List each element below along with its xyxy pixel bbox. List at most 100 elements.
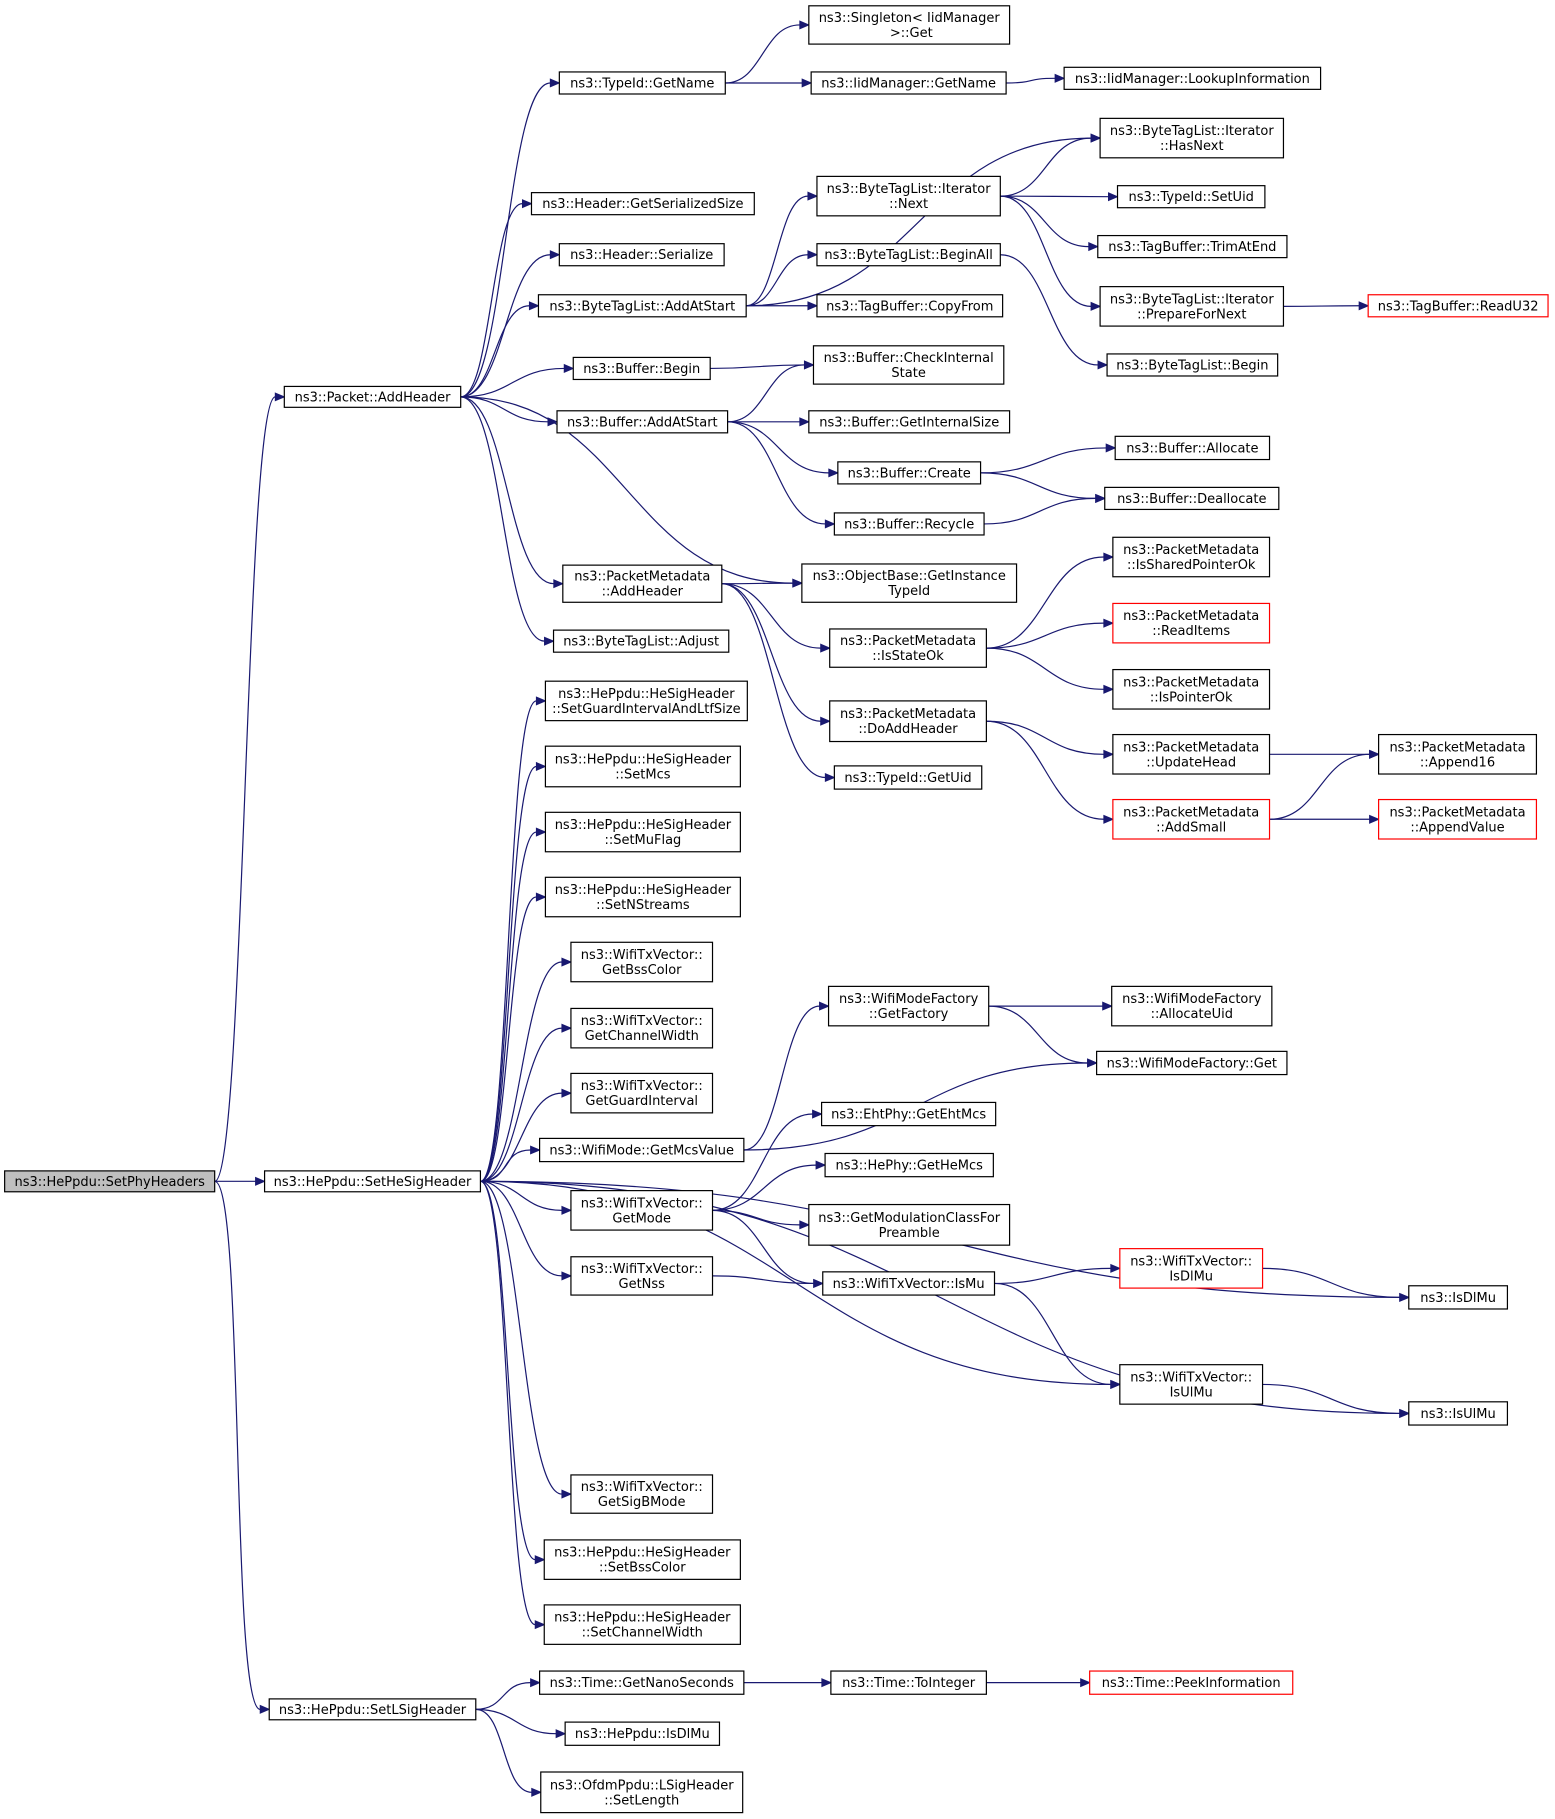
node-ns3-wifitxvector-ismu[interactable]: ns3::WifiTxVector::IsMu: [822, 1271, 996, 1296]
call-edge-ns3-buffer-addatstart-to-ns3-buffer-recycle: [727, 421, 836, 529]
node-ns3-wifimode-getmcsvalue[interactable]: ns3::WifiMode::GetMcsValue: [539, 1137, 745, 1163]
node-box: [544, 876, 741, 918]
node-ns3-wifitxvector-getsigbmode[interactable]: ns3::WifiTxVector::GetSigBMode: [570, 1474, 714, 1514]
node-label: ns3::HePpdu::SetLSigHeader: [279, 1703, 467, 1718]
call-edge-ns3-wifimodefactory-getfactory-to-ns3-wifimodefactory-allocateuid: [988, 1001, 1113, 1011]
node-ns3-heppdu-hesigheader-setguardintervalandltfsize[interactable]: ns3::HePpdu::HeSigHeader::SetGuardInterv…: [544, 680, 748, 722]
node-ns3-ehtphy-getehtmcs[interactable]: ns3::EhtPhy::GetEhtMcs: [820, 1101, 997, 1127]
node-ns3-typeid-getname[interactable]: ns3::TypeId::GetName: [558, 71, 726, 95]
node-ns3-buffer-deallocate[interactable]: ns3::Buffer::Deallocate: [1104, 486, 1280, 511]
node-ns3-iidmanager-getname[interactable]: ns3::IidManager::GetName: [810, 71, 1007, 95]
node-ns3-wifitxvector-isdlmu[interactable]: ns3::WifiTxVector::IsDlMu: [1119, 1248, 1264, 1289]
node-label: >::Get: [886, 26, 933, 41]
node-ns3-heppdu-hesigheader-setmcs[interactable]: ns3::HePpdu::HeSigHeader::SetMcs: [544, 745, 741, 788]
node-ns3-ofdmppdu-lsigheader-setlength[interactable]: ns3::OfdmPpdu::LSigHeader::SetLength: [540, 1771, 744, 1814]
node-ns3-iidmanager-lookupinformation[interactable]: ns3::IidManager::LookupInformation: [1063, 66, 1322, 90]
node-ns3-wifitxvector-getbsscolor[interactable]: ns3::WifiTxVector::GetBssColor: [570, 941, 714, 983]
node-ns3-heppdu-hesigheader-setmuflag[interactable]: ns3::HePpdu::HeSigHeader::SetMuFlag: [544, 811, 741, 853]
node-ns3-heppdu-setlsigheader[interactable]: ns3::HePpdu::SetLSigHeader: [268, 1698, 477, 1721]
node-ns3-heppdu-sethesigheader[interactable]: ns3::HePpdu::SetHeSigHeader: [263, 1170, 482, 1193]
node-ns3-header-getserializedsize[interactable]: ns3::Header::GetSerializedSize: [530, 192, 755, 216]
node-box: [540, 1771, 744, 1814]
node-box: [820, 1101, 997, 1127]
node-ns3-typeid-setuid[interactable]: ns3::TypeId::SetUid: [1116, 185, 1266, 209]
call-edge-ns3-heppdu-sethesigheader-to-ns3-wifitxvector-getnss: [480, 1180, 573, 1281]
node-ns3-header-serialize[interactable]: ns3::Header::Serialize: [558, 243, 725, 267]
node-ns3-packetmetadata-ispointerok[interactable]: ns3::PacketMetadata::IsPointerOk: [1112, 668, 1271, 710]
edge-line: [721, 582, 793, 585]
node-ns3-packetmetadata-addheader[interactable]: ns3::PacketMetadata::AddHeader: [562, 564, 723, 603]
node-ns3-packetmetadata-append16[interactable]: ns3::PacketMetadata::Append16: [1378, 733, 1538, 775]
node-ns3-heppdu-hesigheader-setbsscolor[interactable]: ns3::HePpdu::HeSigHeader::SetBssColor: [543, 1539, 741, 1580]
node-ns3-bytetaglist-iterator-preparefornext[interactable]: ns3::ByteTagList::Iterator::PrepareForNe…: [1099, 286, 1285, 327]
node-ns3-packetmetadata-updatehead[interactable]: ns3::PacketMetadata::UpdateHead: [1112, 733, 1271, 775]
node-ns3-buffer-allocate[interactable]: ns3::Buffer::Allocate: [1114, 435, 1271, 461]
call-edge-ns3-packetmetadata-doaddheader-to-ns3-packetmetadata-addsmall: [986, 720, 1115, 824]
node-ns3-time-getnanoseconds[interactable]: ns3::Time::GetNanoSeconds: [539, 1670, 745, 1695]
call-edge-ns3-packetmetadata-isstateok-to-ns3-packetmetadata-readitems: [986, 618, 1115, 649]
node-ns3-buffer-begin[interactable]: ns3::Buffer::Begin: [572, 356, 711, 381]
call-edge-ns3-heppdu-sethesigheader-to-ns3-heppdu-hesigheader-setchannelwidth: [480, 1180, 546, 1630]
node-label: GetChannelWidth: [585, 1029, 699, 1044]
node-ns3-tagbuffer-readu32[interactable]: ns3::TagBuffer::ReadU32: [1367, 294, 1549, 318]
node-box: [268, 1698, 477, 1721]
arrowhead-icon: [807, 191, 819, 201]
node-ns3-buffer-addatstart[interactable]: ns3::Buffer::AddAtStart: [556, 410, 729, 434]
node-ns3-heppdu-hesigheader-setchannelwidth[interactable]: ns3::HePpdu::HeSigHeader::SetChannelWidt…: [543, 1604, 741, 1645]
node-ns3-wifitxvector-getguardinterval[interactable]: ns3::WifiTxVector::GetGuardInterval: [570, 1072, 714, 1114]
edge-line: [214, 396, 276, 1182]
node-ns3-packetmetadata-isstateok[interactable]: ns3::PacketMetadata::IsStateOk: [829, 628, 987, 668]
node-ns3-bytetaglist-adjust[interactable]: ns3::ByteTagList::Adjust: [552, 629, 730, 653]
node-ns3-bytetaglist-iterator-hasnext[interactable]: ns3::ByteTagList::Iterator::HasNext: [1099, 117, 1285, 159]
node-ns3-tagbuffer-trimatend[interactable]: ns3::TagBuffer::TrimAtEnd: [1097, 234, 1288, 259]
call-edge-ns3-packetmetadata-addheader-to-ns3-typeid-getuid: [721, 583, 836, 783]
node-ns3-wifimodefactory-allocateuid[interactable]: ns3::WifiModeFactory::AllocateUid: [1111, 985, 1273, 1027]
node-ns3-buffer-getinternalsize[interactable]: ns3::Buffer::GetInternalSize: [808, 410, 1011, 434]
node-ns3-wifimodefactory-getfactory[interactable]: ns3::WifiModeFactory::GetFactory: [827, 985, 990, 1027]
arrowhead-icon: [535, 696, 547, 706]
node-label: ns3::WifiTxVector::: [581, 1480, 703, 1495]
node-label: ::IsSharedPointerOk: [1127, 558, 1256, 573]
node-label: ns3::HePpdu::HeSigHeader: [554, 1611, 731, 1626]
node-ns3-heppdu-setphyheaders[interactable]: ns3::HePpdu::SetPhyHeaders: [4, 1170, 216, 1193]
node-ns3-heppdu-hesigheader-setnstreams[interactable]: ns3::HePpdu::HeSigHeader::SetNStreams: [544, 876, 741, 918]
node-ns3-bytetaglist-beginall[interactable]: ns3::ByteTagList::BeginAll: [816, 243, 1001, 267]
node-ns3-packetmetadata-issharedpointerok[interactable]: ns3::PacketMetadata::IsSharedPointerOk: [1112, 536, 1271, 578]
call-edge-ns3-iidmanager-getname-to-ns3-iidmanager-lookupinformation: [1006, 73, 1066, 84]
node-ns3-isulmu[interactable]: ns3::IsUlMu: [1408, 1401, 1509, 1426]
node-ns3-bytetaglist-begin[interactable]: ns3::ByteTagList::Begin: [1106, 353, 1279, 377]
arrowhead-icon: [1399, 1408, 1411, 1418]
node-ns3-typeid-getuid[interactable]: ns3::TypeId::GetUid: [833, 765, 983, 790]
node-box: [1378, 798, 1538, 840]
node-ns3-buffer-create[interactable]: ns3::Buffer::Create: [837, 461, 982, 485]
call-edge-ns3-typeid-getname-to-ns3-singleton-iidmanager-get: [725, 20, 811, 84]
node-box: [816, 243, 1001, 267]
node-ns3-packetmetadata-doaddheader[interactable]: ns3::PacketMetadata::DoAddHeader: [829, 700, 987, 743]
node-ns3-packetmetadata-appendvalue[interactable]: ns3::PacketMetadata::AppendValue: [1378, 798, 1538, 840]
node-ns3-packetmetadata-addsmall[interactable]: ns3::PacketMetadata::AddSmall: [1112, 798, 1271, 840]
node-label: ns3::Buffer::CheckInternal: [824, 351, 994, 366]
node-ns3-wifitxvector-getmode[interactable]: ns3::WifiTxVector::GetMode: [570, 1190, 714, 1231]
edge-line: [1000, 195, 1092, 307]
node-ns3-wifitxvector-getnss[interactable]: ns3::WifiTxVector::GetNss: [570, 1256, 714, 1296]
node-ns3-hephy-gethemcs[interactable]: ns3::HePhy::GetHeMcs: [824, 1152, 994, 1178]
node-ns3-packet-addheader[interactable]: ns3::Packet::AddHeader: [283, 385, 462, 408]
node-box: [1089, 1670, 1294, 1695]
node-ns3-wifitxvector-getchannelwidth[interactable]: ns3::WifiTxVector::GetChannelWidth: [570, 1007, 714, 1049]
node-ns3-heppdu-isdlmu[interactable]: ns3::HePpdu::IsDlMu: [564, 1721, 721, 1746]
node-ns3-packetmetadata-readitems[interactable]: ns3::PacketMetadata::ReadItems: [1112, 602, 1271, 644]
node-ns3-buffer-recycle[interactable]: ns3::Buffer::Recycle: [833, 512, 985, 536]
node-ns3-time-tointeger[interactable]: ns3::Time::ToInteger: [830, 1670, 987, 1695]
node-ns3-time-peekinformation[interactable]: ns3::Time::PeekInformation: [1089, 1670, 1294, 1695]
node-ns3-singleton-iidmanager-get[interactable]: ns3::Singleton< IidManager >::Get: [808, 5, 1011, 45]
node-ns3-bytetaglist-iterator-next[interactable]: ns3::ByteTagList::Iterator::Next: [816, 175, 1001, 217]
node-ns3-wifimodefactory-get[interactable]: ns3::WifiModeFactory::Get: [1096, 1050, 1288, 1076]
node-ns3-isdlmu[interactable]: ns3::IsDlMu: [1408, 1285, 1509, 1310]
node-ns3-wifitxvector-isulmu[interactable]: ns3::WifiTxVector::IsUlMu: [1119, 1364, 1264, 1405]
node-ns3-bytetaglist-addatstart[interactable]: ns3::ByteTagList::AddAtStart: [537, 294, 747, 318]
node-ns3-tagbuffer-copyfrom[interactable]: ns3::TagBuffer::CopyFrom: [816, 294, 1004, 318]
node-label: ::SetChannelWidth: [582, 1626, 703, 1641]
